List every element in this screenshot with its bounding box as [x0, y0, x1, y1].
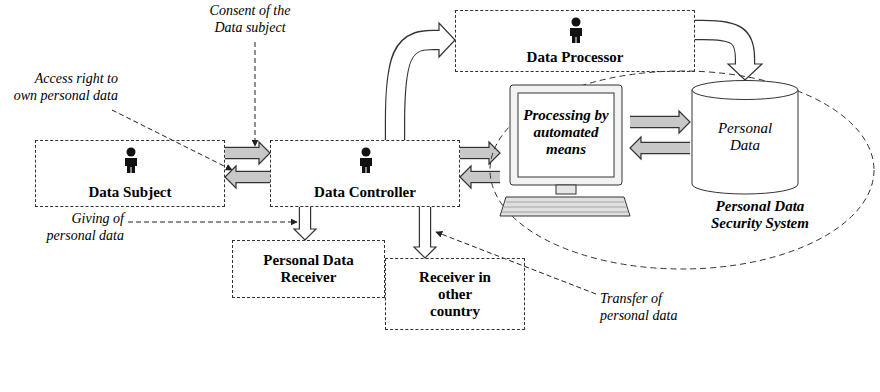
flow-arrow — [225, 166, 270, 188]
flow-arrow — [630, 111, 690, 133]
flow-arrow — [460, 166, 500, 188]
leader-line — [436, 232, 596, 294]
arrow-head — [728, 64, 762, 80]
node-label: Personal Data Receiver — [254, 252, 364, 286]
person-icon — [357, 147, 375, 173]
arrow-shaft — [469, 172, 500, 182]
person-box: Data Subject — [35, 140, 225, 207]
person-box: Data Processor — [455, 10, 695, 72]
cylinder-body — [692, 90, 798, 194]
person-body — [125, 158, 137, 173]
flow-arrow — [460, 142, 500, 164]
arrow-shaft — [460, 148, 491, 158]
monitor-stand — [556, 185, 576, 194]
flow-arrow — [395, 23, 455, 140]
person-icon — [122, 147, 140, 173]
flow-arrow — [225, 142, 270, 164]
arrow-shaft — [639, 143, 690, 153]
monitor-screen — [518, 93, 614, 177]
keyboard-row — [506, 202, 624, 203]
node-label: Personal Data Security System — [700, 198, 820, 232]
arrow-shaft — [234, 172, 270, 182]
flow-arrow — [294, 207, 316, 240]
leader-line — [255, 42, 256, 146]
person-box: Data Controller — [270, 140, 460, 207]
flow-arrow — [414, 207, 436, 258]
receiver-box: Personal Data Receiver — [232, 240, 385, 298]
person-head — [127, 148, 136, 157]
arrow-shaft — [225, 148, 261, 158]
callout-text: Access right to own personal data — [8, 70, 118, 104]
dashed-ellipse — [490, 71, 874, 269]
flow-arrow — [695, 30, 762, 80]
node-label: Data Subject — [45, 184, 215, 201]
node-label: Data Controller — [280, 184, 450, 201]
callout-text: Consent of the Data subject — [195, 2, 305, 36]
callout-box: Transfer of personal data — [600, 290, 700, 324]
arrow-shaft — [300, 207, 310, 231]
arrow-head — [439, 23, 455, 57]
security-ellipse: Personal Data Security System Processing … — [485, 70, 880, 270]
person-icon — [567, 17, 585, 43]
callout-box: Access right to own personal data — [8, 70, 118, 104]
arrow-shaft — [395, 40, 441, 140]
leader-line — [128, 222, 297, 223]
arrow-shaft — [630, 117, 681, 127]
person-head — [572, 18, 581, 27]
node-label: Processing by automated means — [518, 107, 614, 158]
node-label: Personal Data — [710, 120, 780, 154]
callout-box: Consent of the Data subject — [195, 2, 305, 36]
keyboard — [500, 197, 630, 216]
flow-arrow — [630, 137, 690, 159]
person-body — [570, 28, 582, 43]
database-cylinder: Personal Data — [690, 80, 800, 195]
arrow-shaft — [695, 30, 745, 66]
keyboard-row — [502, 212, 628, 213]
person-body — [360, 158, 372, 173]
callout-text: Transfer of personal data — [600, 290, 700, 324]
callout-text: Giving of personal data — [28, 210, 124, 244]
arrow-shaft — [420, 207, 430, 249]
cylinder-top — [692, 81, 798, 100]
monitor-case — [510, 85, 622, 185]
node-label: Receiver in other country — [413, 269, 497, 320]
keyboard-row — [504, 207, 626, 208]
callout-box: Giving of personal data — [28, 210, 124, 244]
node-label: Data Processor — [475, 49, 675, 66]
computer-node: Processing by automated means — [500, 85, 630, 220]
person-head — [362, 148, 371, 157]
receiver-box: Receiver in other country — [385, 258, 525, 330]
